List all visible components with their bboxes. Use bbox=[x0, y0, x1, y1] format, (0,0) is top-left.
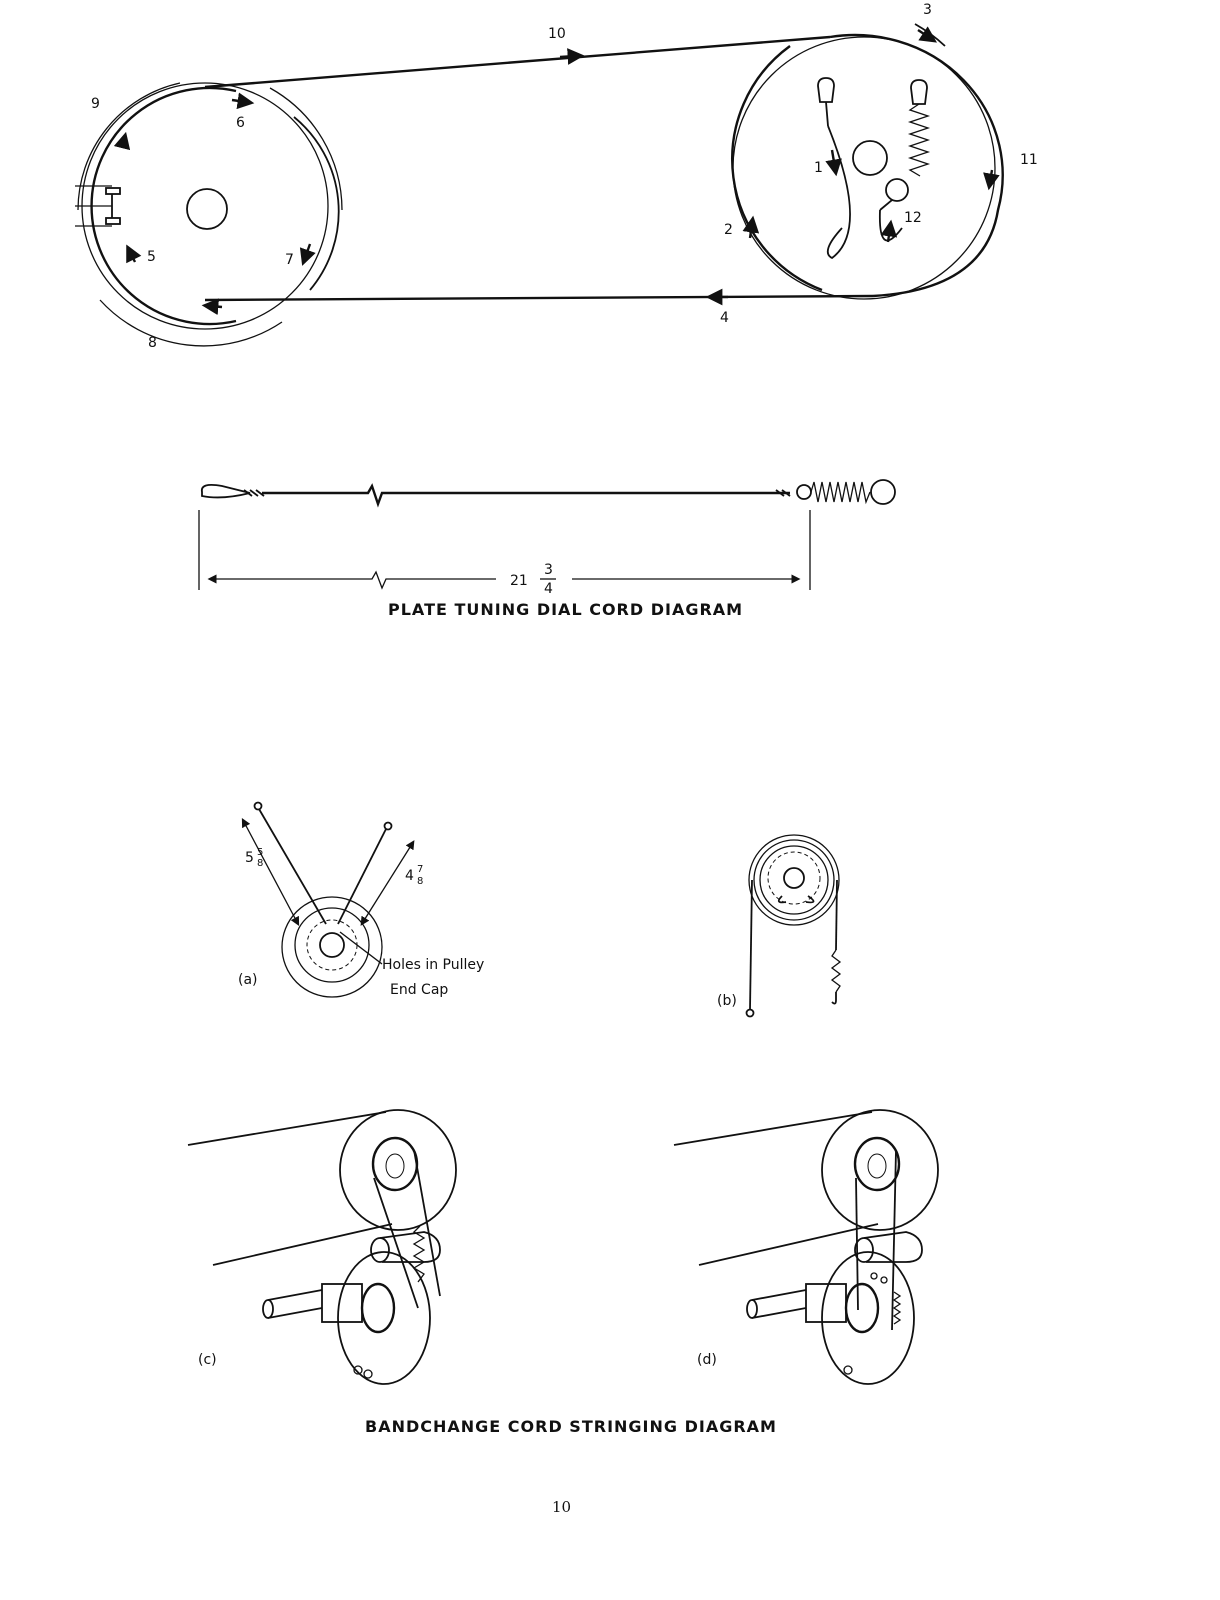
step-label: 4 bbox=[720, 310, 729, 326]
left-length-whole: 5 bbox=[245, 850, 254, 866]
bandchange-figure-d: (d) bbox=[673, 1109, 939, 1385]
cord-loop-icon bbox=[200, 483, 251, 499]
right-drum-hub bbox=[852, 140, 888, 176]
bandchange-figure-a: 5 5 8 4 7 8 Holes in Pulley End Cap (a) bbox=[238, 801, 484, 998]
left-length-den: 8 bbox=[257, 858, 263, 869]
length-numerator: 3 bbox=[544, 562, 553, 578]
right-length-den: 8 bbox=[417, 876, 423, 887]
left-drum-hub bbox=[186, 188, 228, 230]
step-label: 7 bbox=[285, 252, 294, 268]
callout-holes: Holes in Pulley bbox=[382, 957, 484, 973]
tension-spring-icon bbox=[907, 103, 931, 177]
figure-tag-b: (b) bbox=[717, 993, 737, 1009]
plate-tuning-caption: PLATE TUNING DIAL CORD DIAGRAM bbox=[388, 600, 743, 619]
step-label: 5 bbox=[147, 249, 156, 265]
page-number: 10 bbox=[552, 1498, 571, 1516]
cord-run-bottom bbox=[204, 294, 874, 302]
step-label: 1 bbox=[814, 160, 823, 176]
right-length-num: 7 bbox=[417, 864, 423, 875]
plate-tuning-cord-diagram: 1 2 3 4 5 6 7 8 9 10 11 12 bbox=[75, 2, 1038, 351]
step-label: 2 bbox=[724, 222, 733, 238]
step-label: 8 bbox=[148, 335, 157, 351]
figure-tag-a: (a) bbox=[238, 972, 258, 988]
left-drum bbox=[75, 82, 343, 347]
lamp-socket-left-icon bbox=[817, 77, 835, 103]
figure-tag-c: (c) bbox=[198, 1352, 217, 1368]
cord-length-diagram: 21 3 4 PLATE TUNING DIAL CORD DIAGRAM bbox=[198, 479, 896, 619]
step-label: 10 bbox=[548, 26, 566, 42]
step-label: 9 bbox=[91, 96, 100, 112]
cord-clamp-icon bbox=[75, 185, 121, 227]
cord-run-top bbox=[204, 35, 831, 89]
lamp-socket-right-icon bbox=[910, 79, 928, 105]
right-length-whole: 4 bbox=[405, 868, 414, 884]
right-dial-drum bbox=[731, 23, 1004, 300]
callout-end-cap: End Cap bbox=[390, 982, 448, 998]
step-label: 6 bbox=[236, 115, 245, 131]
length-whole: 21 bbox=[510, 573, 528, 589]
bandchange-figure-b: (b) bbox=[717, 834, 842, 1018]
left-length-num: 5 bbox=[257, 847, 263, 858]
step-label: 12 bbox=[904, 210, 922, 226]
spring-icon bbox=[830, 949, 842, 993]
bandchange-caption: BANDCHANGE CORD STRINGING DIAGRAM bbox=[365, 1417, 777, 1436]
figure-tag-d: (d) bbox=[697, 1352, 717, 1368]
bandchange-figure-c: (c) bbox=[187, 1109, 457, 1385]
step-label: 3 bbox=[923, 2, 932, 18]
step-label: 11 bbox=[1020, 152, 1038, 168]
length-denominator: 4 bbox=[544, 581, 553, 597]
spring-icon bbox=[810, 481, 871, 505]
